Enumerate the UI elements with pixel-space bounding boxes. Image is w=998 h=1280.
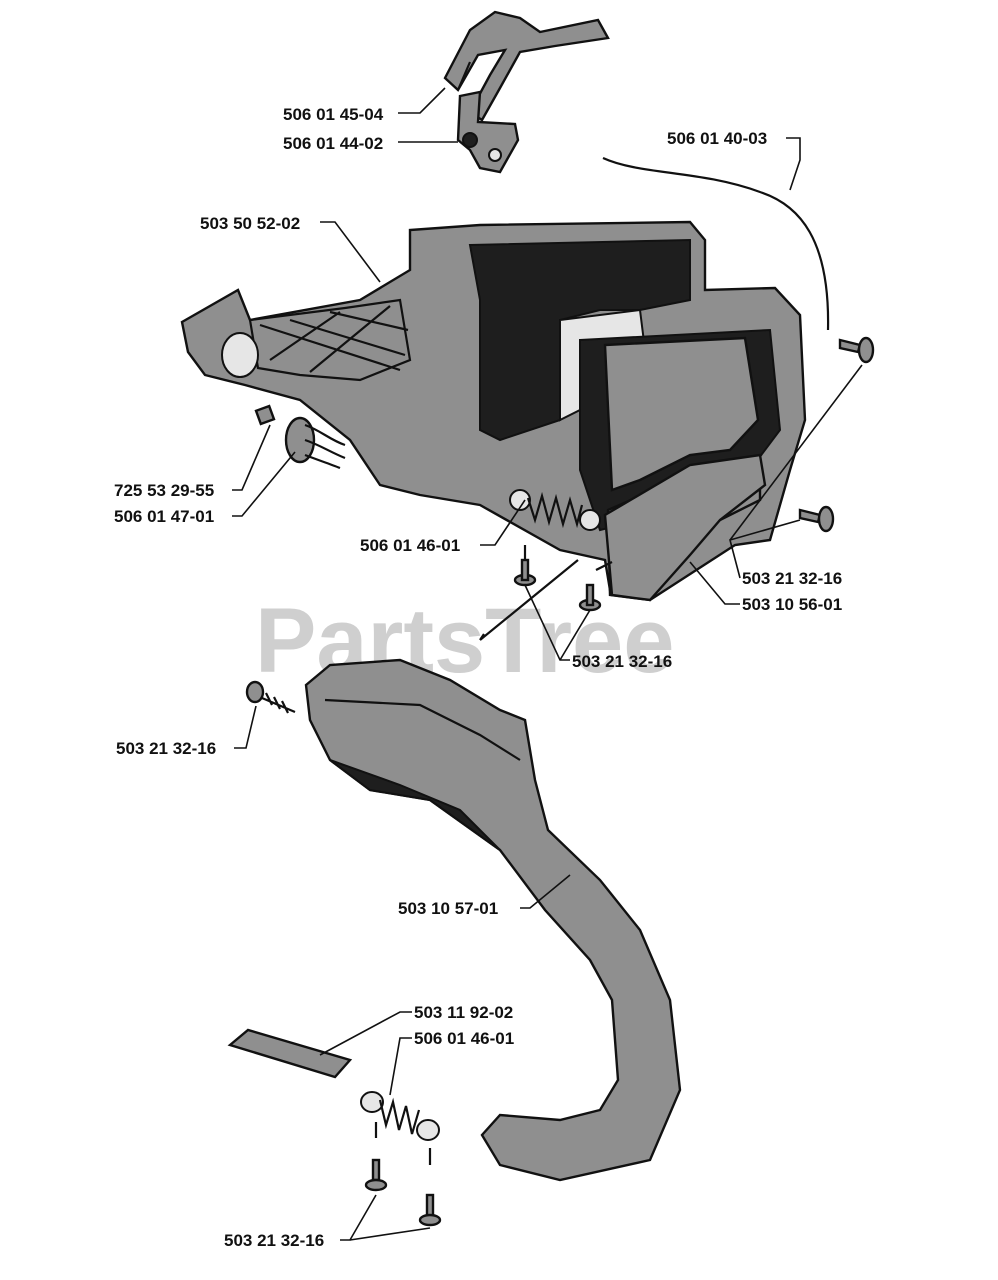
screw-part-upper (479, 545, 613, 641)
screw-part-right (798, 336, 875, 533)
main-frame-part (180, 220, 807, 602)
label-725-53-29-55: 725 53 29-55 (114, 481, 214, 500)
front-handle-part (304, 658, 682, 1182)
label-506-01-46-01-upper: 506 01 46-01 (360, 536, 460, 555)
spring-part-lower (360, 1091, 440, 1141)
control-cable-part (602, 157, 830, 331)
spring-part-upper (509, 489, 601, 531)
label-503-10-57-01: 503 10 57-01 (398, 899, 498, 918)
lever-bracket-part (456, 90, 520, 174)
label-503-50-52-02: 503 50 52-02 (200, 214, 300, 233)
throttle-lever-part (443, 10, 610, 122)
label-506-01-44-02: 506 01 44-02 (283, 134, 383, 153)
grip-cover-part (603, 453, 767, 602)
label-503-21-32-16-bottom: 503 21 32-16 (224, 1231, 324, 1250)
label-503-21-32-16-center: 503 21 32-16 (572, 652, 672, 671)
label-503-10-56-01: 503 10 56-01 (742, 595, 842, 614)
screw-part-left (245, 680, 296, 714)
mesh-pad-part (227, 1028, 353, 1079)
rubber-bushing-part (254, 404, 346, 470)
label-503-11-92-02: 503 11 92-02 (414, 1003, 513, 1022)
screw-part-lower (364, 1122, 442, 1227)
label-503-21-32-16-left: 503 21 32-16 (116, 739, 216, 758)
leader-lines (232, 87, 863, 1241)
label-506-01-40-03: 506 01 40-03 (667, 129, 767, 148)
label-506-01-45-04: 506 01 45-04 (283, 105, 384, 124)
label-503-21-32-16-right: 503 21 32-16 (742, 569, 842, 588)
label-506-01-47-01: 506 01 47-01 (114, 507, 214, 526)
label-506-01-46-01-lower: 506 01 46-01 (414, 1029, 514, 1048)
